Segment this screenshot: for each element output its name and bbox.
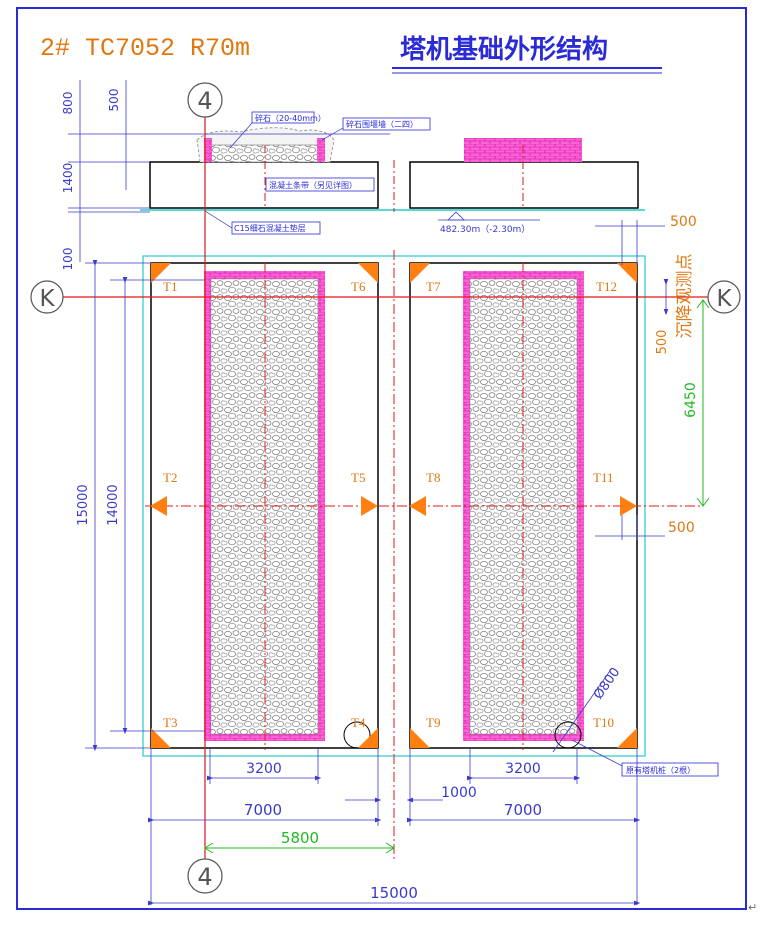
marker-t6 bbox=[358, 263, 378, 283]
plan-left-dimensions bbox=[85, 259, 205, 752]
marker-t2 bbox=[150, 496, 167, 516]
dim-1000: 1000 bbox=[441, 785, 477, 801]
marker-t10 bbox=[617, 728, 637, 748]
marker-t3 bbox=[151, 728, 171, 748]
callout-cushion: C15细石混凝土垫层 bbox=[234, 223, 306, 233]
bubble-4-bottom bbox=[187, 858, 223, 894]
dim-5800-arrow-r bbox=[385, 842, 395, 854]
label-t4: T4 bbox=[351, 715, 366, 730]
dim-15000-left: 15000 bbox=[76, 484, 91, 525]
bubble-k-left-label: K bbox=[39, 286, 55, 312]
plan-view: Ø800 原有塔机桩（2根） bbox=[60, 110, 720, 860]
section-view: 碎石（20-40mm） 碎石围堰墙（二四） 混凝土条带（另见详图） C15细石混… bbox=[140, 111, 645, 235]
marker-t1 bbox=[151, 263, 171, 283]
dim-5800: 5800 bbox=[281, 829, 319, 847]
settlement-label: 沉降观测点 bbox=[675, 254, 695, 339]
marker-t12 bbox=[617, 263, 637, 283]
drawing-title: 塔机基础外形结构 bbox=[400, 35, 608, 65]
dim-500-right-low: 500 bbox=[668, 520, 695, 536]
dim-6450-arrow-bottom bbox=[696, 497, 710, 507]
marker-t9 bbox=[410, 728, 430, 748]
gravel-wall-left bbox=[204, 138, 212, 162]
callout-gravel-box bbox=[251, 111, 315, 124]
pile-diameter-line bbox=[552, 667, 613, 753]
corner-return-mark: ↵ bbox=[748, 901, 757, 914]
dim-5800-group bbox=[204, 842, 395, 854]
dim-800: 800 bbox=[61, 92, 75, 115]
elevation-triangle bbox=[447, 211, 465, 221]
label-t12: T12 bbox=[596, 279, 617, 294]
plan-right-dimensions bbox=[595, 220, 669, 540]
marker-t8 bbox=[409, 496, 426, 516]
dim-7000-left: 7000 bbox=[244, 801, 282, 819]
marker-t11 bbox=[620, 496, 637, 516]
bubble-4-bottom-label: 4 bbox=[197, 863, 212, 891]
callout-strip: 混凝土条带（另见详图） bbox=[269, 180, 357, 190]
bubble-k-left bbox=[30, 280, 64, 314]
plan-bottom-dimensions bbox=[147, 748, 641, 906]
marker-t7 bbox=[410, 263, 430, 283]
callout-gravel-leader bbox=[229, 122, 253, 149]
dim-6450: 6450 bbox=[683, 382, 699, 418]
label-t3: T3 bbox=[163, 715, 177, 730]
dim-3200-right: 3200 bbox=[505, 761, 541, 777]
dim-100: 100 bbox=[61, 248, 75, 271]
label-t5: T5 bbox=[351, 470, 365, 485]
label-t8: T8 bbox=[426, 470, 440, 485]
label-t9: T9 bbox=[426, 715, 440, 730]
callout-wall-box bbox=[342, 117, 431, 131]
existing-pile-1 bbox=[343, 721, 371, 749]
label-t11: T11 bbox=[593, 470, 613, 485]
pile-leader bbox=[571, 739, 631, 771]
dim-14000: 14000 bbox=[106, 484, 121, 525]
dim-5800-arrow-l bbox=[204, 842, 214, 854]
marker-t4 bbox=[358, 728, 378, 748]
dim-15000-bottom: 15000 bbox=[370, 884, 418, 902]
gravel-fill-section bbox=[209, 144, 319, 163]
gravel-wall-right bbox=[317, 138, 325, 162]
callout-cushion-leader bbox=[204, 210, 233, 229]
label-t7: T7 bbox=[426, 279, 441, 294]
dim-6450-group bbox=[696, 299, 710, 507]
bubble-4-top-label: 4 bbox=[197, 87, 212, 115]
drawing-header: 2# TC7052 R70m bbox=[40, 34, 250, 63]
dim-6450-arrow-top bbox=[696, 299, 710, 309]
label-t10: T10 bbox=[593, 715, 614, 730]
existing-pile-2 bbox=[554, 721, 582, 749]
dim-500-top: 500 bbox=[107, 89, 121, 112]
label-t2: T2 bbox=[163, 470, 177, 485]
dim-7000-right: 7000 bbox=[504, 801, 542, 819]
settlement-markers bbox=[150, 263, 637, 748]
label-t1: T1 bbox=[163, 279, 177, 294]
elevation-value: 482.30m（-2.30m） bbox=[440, 224, 530, 235]
strip-foundation-right bbox=[409, 161, 639, 209]
callout-strip-box bbox=[265, 177, 375, 192]
label-t6: T6 bbox=[351, 279, 366, 294]
callout-wall: 碎石围堰墙（二四） bbox=[346, 119, 418, 129]
callout-gravel: 碎石（20-40mm） bbox=[255, 113, 326, 123]
dim-1400: 1400 bbox=[61, 163, 75, 194]
bubble-k-right-label: K bbox=[716, 286, 732, 312]
bubble-k-right bbox=[707, 280, 741, 314]
axis-bubbles: 4 4 K K bbox=[30, 82, 741, 894]
bubble-4-top bbox=[187, 82, 223, 118]
pile-callout: 原有塔机桩（2根） bbox=[626, 765, 695, 775]
marker-t5 bbox=[361, 496, 378, 516]
point-labels: T1 T6 T7 T12 T2 T5 T8 T11 T3 T4 T9 T10 bbox=[163, 279, 617, 730]
dim-3200-left: 3200 bbox=[246, 761, 282, 777]
pile-callout-box bbox=[621, 762, 719, 777]
drawing-frame bbox=[16, 7, 747, 910]
dim-500-right-top: 500 bbox=[670, 214, 697, 230]
dim-500-right-mid: 500 bbox=[655, 330, 670, 355]
section-dimensions bbox=[68, 80, 390, 262]
